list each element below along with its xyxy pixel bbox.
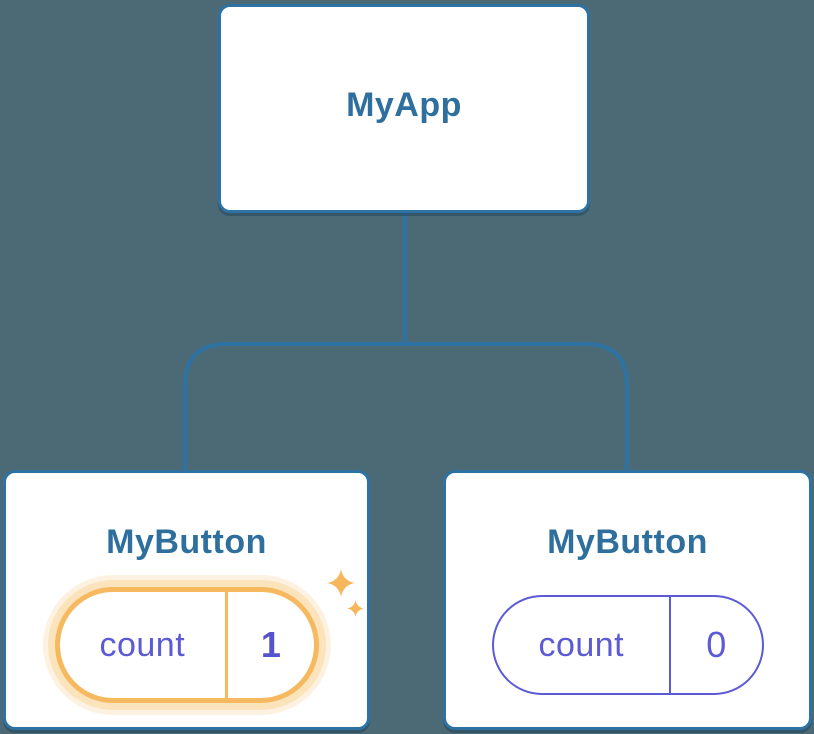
state-pill-highlighted: count 1 xyxy=(54,587,319,703)
state-key-cell: count xyxy=(494,597,670,693)
node-label: MyApp xyxy=(346,85,462,124)
state-pill-row: count 1 xyxy=(54,585,319,705)
state-value-cell: 0 xyxy=(669,597,761,693)
tree-node-myapp: MyApp xyxy=(218,4,590,213)
tree-node-mybutton-right: MyButton count 0 xyxy=(443,470,812,730)
connector-bracket xyxy=(183,342,629,470)
node-label: MyButton xyxy=(547,523,708,561)
state-key-cell: count xyxy=(60,592,226,698)
sparkle-icon-large xyxy=(327,569,355,597)
state-key-label: count xyxy=(538,625,625,664)
tree-node-mybutton-left: MyButton count 1 xyxy=(3,470,370,730)
state-key-label: count xyxy=(99,625,186,664)
node-label: MyButton xyxy=(106,523,267,561)
state-value-cell: 1 xyxy=(225,592,313,698)
state-pill-normal: count 0 xyxy=(491,595,764,695)
state-value-label: 0 xyxy=(706,624,727,665)
state-value-label: 1 xyxy=(260,624,281,665)
state-pill-row: count 0 xyxy=(491,585,764,705)
sparkle-icon-small xyxy=(347,600,364,617)
